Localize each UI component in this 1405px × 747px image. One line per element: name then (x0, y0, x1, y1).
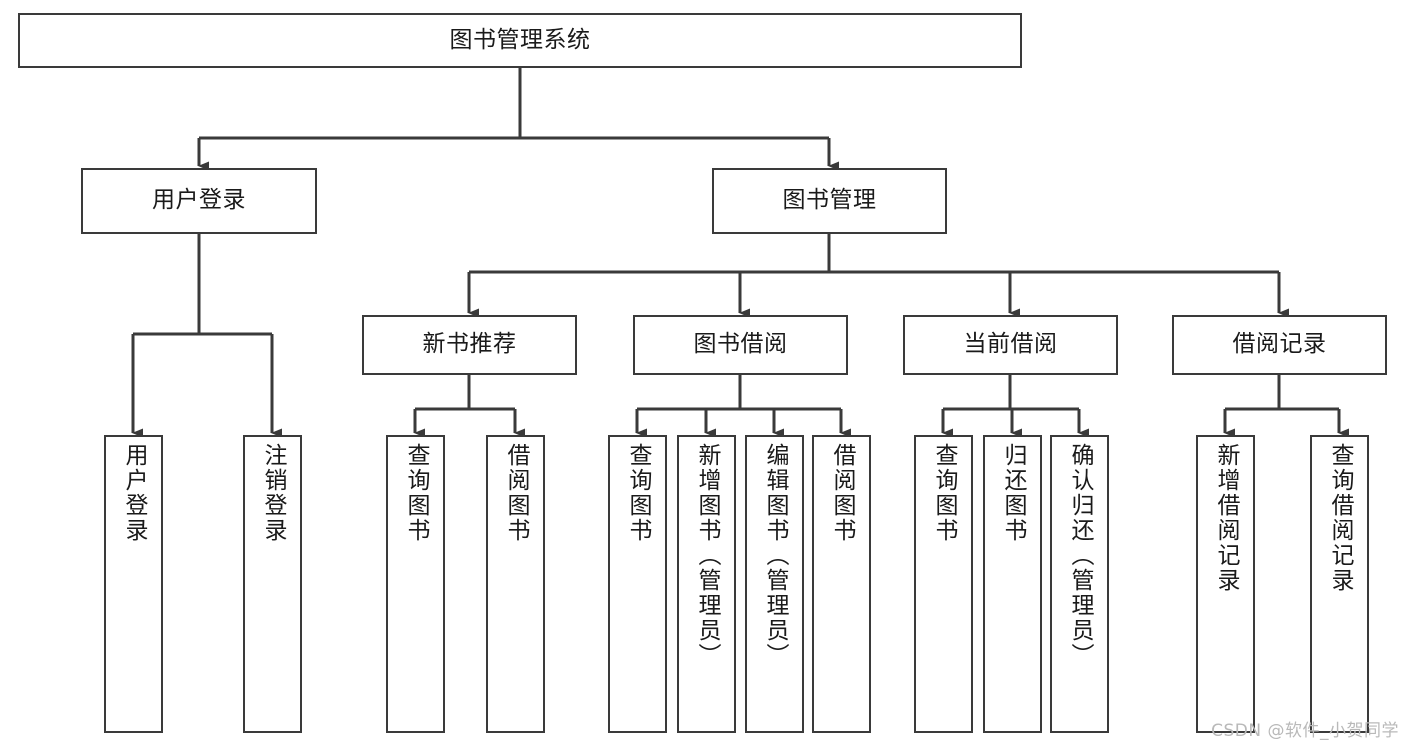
node-label: 用户登录 (121, 443, 147, 543)
edge-group-currborrow-to-leaves (941, 375, 1089, 438)
node-label: 确认归还（管理员） (1067, 443, 1093, 668)
node-label: 新增借阅记录 (1213, 443, 1239, 593)
edge-group-root-to-level1 (197, 68, 839, 171)
node-label: 当前借阅 (963, 331, 1058, 358)
node-book-manage[interactable]: 图书管理 (712, 168, 947, 234)
edge-group-bookborrow-to-leaves (635, 375, 851, 438)
node-label: 查询借阅记录 (1327, 443, 1353, 593)
node-label: 新书推荐 (422, 331, 517, 358)
node-leaf-cb-return[interactable]: 归还图书 (983, 435, 1042, 733)
node-leaf-bb-borrow[interactable]: 借阅图书 (812, 435, 871, 733)
node-label: 图书借阅 (693, 331, 788, 358)
node-current-borrow[interactable]: 当前借阅 (903, 315, 1118, 375)
node-label: 借阅图书 (829, 443, 855, 543)
node-label: 图书管理 (782, 187, 877, 214)
node-label: 图书管理系统 (449, 26, 591, 53)
node-user-login[interactable]: 用户登录 (81, 168, 317, 234)
node-leaf-br-add[interactable]: 新增借阅记录 (1196, 435, 1255, 733)
node-label: 用户登录 (152, 187, 246, 214)
node-leaf-bb-edit[interactable]: 编辑图书（管理员） (745, 435, 804, 733)
node-leaf-bb-add[interactable]: 新增图书（管理员） (677, 435, 736, 733)
node-new-book-rec[interactable]: 新书推荐 (362, 315, 577, 375)
node-label: 查询图书 (931, 443, 957, 543)
node-root[interactable]: 图书管理系统 (18, 13, 1022, 68)
edge-group-userlogin-to-leaves (131, 234, 282, 438)
node-leaf-cb-confirm[interactable]: 确认归还（管理员） (1050, 435, 1109, 733)
node-leaf-br-query[interactable]: 查询借阅记录 (1310, 435, 1369, 733)
node-leaf-logout[interactable]: 注销登录 (243, 435, 302, 733)
node-label: 查询图书 (625, 443, 651, 543)
node-label: 查询图书 (403, 443, 429, 543)
edge-group-bookmanage-to-level2 (467, 234, 1289, 318)
node-leaf-rec-borrow[interactable]: 借阅图书 (486, 435, 545, 733)
node-label: 编辑图书（管理员） (762, 443, 788, 668)
node-label: 借阅记录 (1232, 331, 1327, 358)
node-label: 注销登录 (260, 443, 286, 543)
edge-group-borrowrec-to-leaves (1223, 375, 1349, 438)
node-borrow-record[interactable]: 借阅记录 (1172, 315, 1387, 375)
node-label: 新增图书（管理员） (694, 443, 720, 668)
node-leaf-user-login[interactable]: 用户登录 (104, 435, 163, 733)
node-book-borrow[interactable]: 图书借阅 (633, 315, 848, 375)
edge-group-newbookrec-to-leaves (413, 375, 525, 438)
node-label: 归还图书 (1000, 443, 1026, 543)
node-label: 借阅图书 (503, 443, 529, 543)
node-leaf-bb-query[interactable]: 查询图书 (608, 435, 667, 733)
node-leaf-rec-query[interactable]: 查询图书 (386, 435, 445, 733)
node-leaf-cb-query[interactable]: 查询图书 (914, 435, 973, 733)
